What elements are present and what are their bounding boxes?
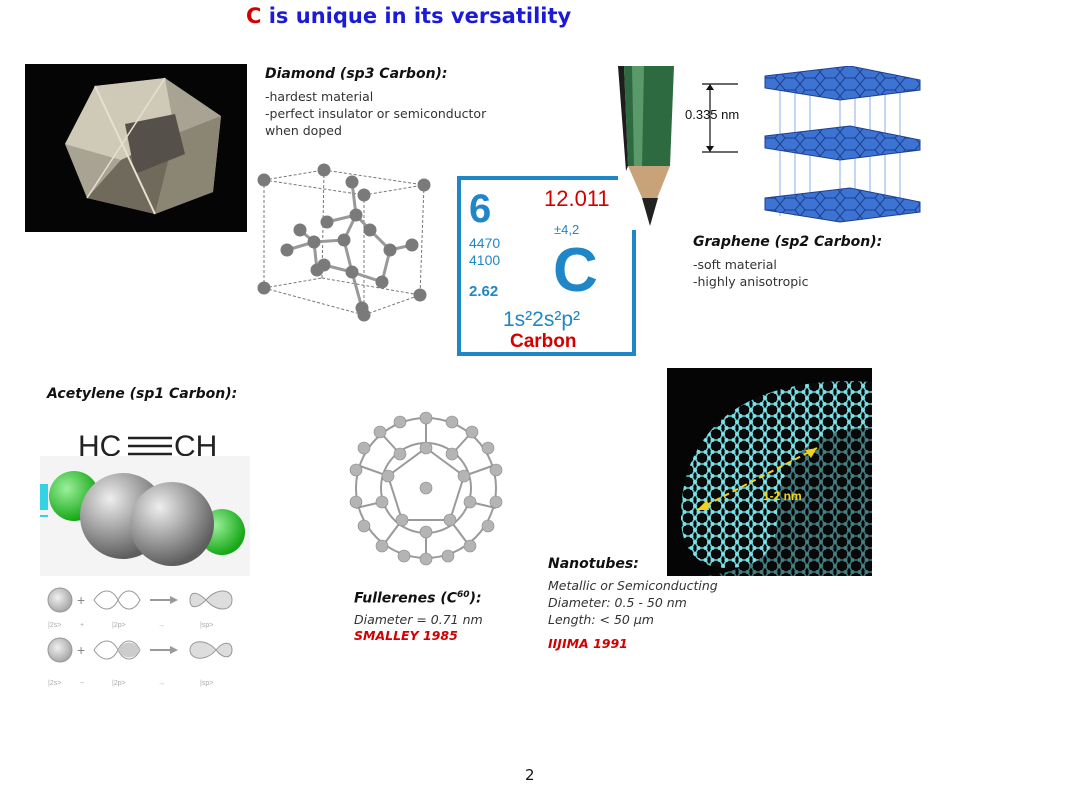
fullerenes-heading-main: Fullerenes (C: [354, 590, 458, 607]
element-name: Carbon: [510, 331, 577, 352]
svg-text:|2s>: |2s>: [48, 622, 61, 629]
diamond-heading: Diamond (sp3 Carbon):: [265, 66, 448, 82]
nanotube-diagram: 1-2 nm: [667, 368, 872, 576]
fullerenes-diameter: Diameter = 0.71 nm: [354, 612, 483, 627]
carbon-element-tile: 6 12.011 ±4,2 4470 4100 2.62 C 1s²2s²p² …: [457, 176, 636, 356]
graphene-description: -soft material -highly anisotropic: [693, 256, 809, 290]
diamond-lattice-diagram: [257, 163, 431, 322]
fullerenes-credit: SMALLEY 1985: [354, 628, 458, 643]
fullerenes-heading-end: ):: [469, 590, 482, 607]
graphene-line-1: -soft material: [693, 257, 777, 272]
density: 2.62: [469, 283, 498, 300]
diamond-line-1: -hardest material: [265, 89, 374, 104]
boiling-point: 4470: [469, 235, 500, 251]
title-element-letter: C: [246, 4, 262, 28]
diamond-line-2: -perfect insulator or semiconductor: [265, 106, 487, 121]
atomic-number: 6: [469, 187, 491, 231]
acetylene-heading: Acetylene (sp1 Carbon):: [47, 386, 238, 402]
svg-text:|2s>: |2s>: [48, 680, 61, 687]
svg-text:|2p>: |2p>: [112, 622, 126, 629]
pencil-photo: [618, 66, 680, 230]
svg-text:|sp>: |sp>: [200, 680, 213, 687]
title-text: is unique in its versatility: [268, 4, 572, 28]
svg-text:|sp>: |sp>: [200, 622, 213, 629]
electron-configuration: 1s²2s²p²: [503, 308, 580, 331]
page-number: 2: [525, 766, 535, 784]
nanotubes-line-2: Diameter: 0.5 - 50 nm: [548, 595, 687, 610]
acetylene-diagram: HC CH + |2s> + |2p> → |sp> + |2s> −: [40, 430, 250, 687]
diamond-line-3: when doped: [265, 123, 342, 138]
svg-text:+: +: [77, 642, 85, 658]
nanotube-diameter-label: 1-2 nm: [763, 489, 802, 503]
nanotubes-description: Metallic or Semiconducting Diameter: 0.5…: [548, 577, 718, 628]
oxidation-states: ±4,2: [554, 222, 579, 237]
graphene-line-2: -highly anisotropic: [693, 274, 809, 289]
graphene-heading: Graphene (sp2 Carbon):: [693, 234, 883, 250]
nanotubes-line-1: Metallic or Semiconducting: [548, 578, 718, 593]
svg-text:|2p>: |2p>: [112, 680, 126, 687]
svg-text:→: →: [158, 680, 165, 687]
atomic-mass: 12.011: [544, 186, 610, 211]
element-symbol: C: [553, 236, 598, 305]
nanotubes-credit: IIJIMA 1991: [548, 636, 628, 651]
fullerenes-heading-sup: 60: [457, 590, 470, 600]
nanotubes-heading: Nanotubes:: [548, 556, 639, 572]
graphite-layers-diagram: 0.335 nm: [685, 66, 921, 223]
diamond-photo: [25, 64, 247, 232]
svg-text:+: +: [77, 592, 85, 608]
layer-spacing-label: 0.335 nm: [685, 107, 739, 122]
diamond-description: -hardest material -perfect insulator or …: [265, 88, 486, 139]
fullerenes-heading: Fullerenes (C60):: [354, 590, 482, 607]
svg-text:−: −: [80, 680, 84, 687]
slide-title: C is unique in its versatility: [246, 4, 571, 28]
svg-text:+: +: [80, 622, 84, 629]
svg-text:→: →: [158, 622, 165, 629]
nanotubes-line-3: Length: < 50 μm: [548, 612, 654, 627]
melting-point: 4100: [469, 252, 500, 268]
fullerene-diagram: [349, 411, 503, 566]
